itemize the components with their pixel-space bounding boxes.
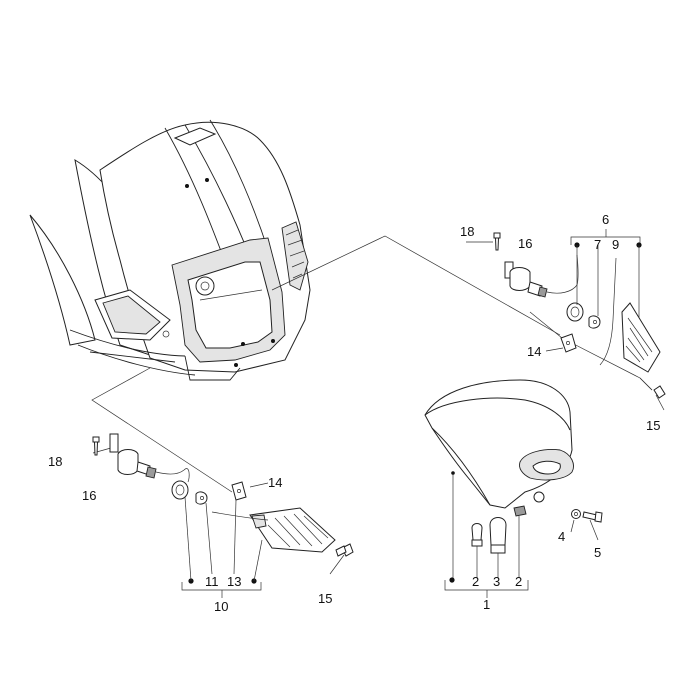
callout-14-right: 14: [527, 344, 541, 359]
front-lamp-assembly: [424, 379, 603, 598]
callout-15-left: 15: [318, 591, 332, 606]
callout-2-bulb: 2: [472, 574, 479, 589]
callout-13: 13: [227, 574, 241, 589]
callout-7: 7: [594, 237, 601, 252]
callout-18-right: 18: [460, 224, 474, 239]
callout-9: 9: [612, 237, 619, 252]
callout-6: 6: [602, 212, 609, 227]
front-shield-body: [29, 119, 311, 381]
callout-16-right: 16: [518, 236, 532, 251]
callout-labels: 1 2 2 3 4 5 6 7 9 10 11 13 14 14 15 15 1…: [48, 212, 660, 614]
callout-3: 3: [493, 574, 500, 589]
callout-5: 5: [594, 545, 601, 560]
callout-10: 10: [214, 599, 228, 614]
callout-14-left: 14: [268, 475, 282, 490]
callout-1: 1: [483, 597, 490, 612]
callout-11: 11: [205, 574, 219, 589]
right-indicator-assembly: [493, 229, 666, 399]
callout-16-left: 16: [82, 488, 96, 503]
left-indicator-assembly: [92, 433, 354, 598]
callout-2-bulb-right: 2: [515, 574, 522, 589]
callout-18-left: 18: [48, 454, 62, 469]
callout-4: 4: [558, 529, 565, 544]
callout-15-right: 15: [646, 418, 660, 433]
leader-lines: [91, 235, 665, 580]
